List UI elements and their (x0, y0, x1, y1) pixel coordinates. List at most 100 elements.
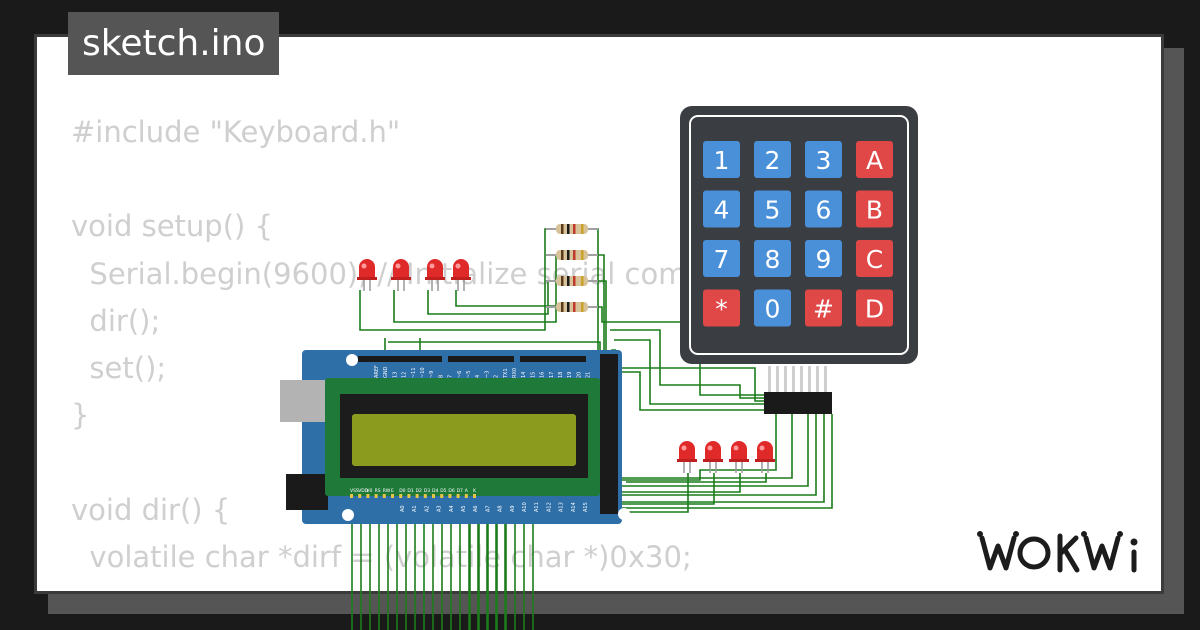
keypad-connector-pin (808, 366, 811, 394)
keypad-connector-pin (792, 366, 795, 394)
keypad-key[interactable]: 1 (703, 141, 740, 178)
digital-pin-label: 18 (558, 372, 564, 378)
wire (610, 329, 764, 399)
wire (622, 473, 715, 505)
wire (610, 414, 817, 496)
keypad-key[interactable]: B (856, 190, 893, 228)
lcd-screen (352, 414, 576, 466)
resistor-band (561, 302, 564, 312)
wire (622, 473, 741, 493)
digital-pin-label: RX0 (512, 368, 518, 378)
led (729, 441, 749, 473)
led-rim (391, 277, 411, 280)
resistor-body (556, 250, 588, 260)
header-strip (520, 356, 586, 362)
keypad-key[interactable]: 6 (805, 190, 842, 228)
wire (615, 414, 809, 487)
wire (614, 339, 764, 405)
keypad-key[interactable]: * (703, 289, 740, 327)
leds (357, 259, 775, 473)
led-highlight (429, 263, 435, 269)
digital-pin-label: ~5 (466, 371, 472, 378)
digital-pin-label: ~10 (420, 367, 426, 378)
code-line: #include "Keyboard.h" (71, 115, 401, 149)
resistor-band (567, 250, 570, 260)
digital-pin-label: ~6 (457, 371, 463, 378)
key-cap (754, 190, 791, 228)
wire (427, 280, 556, 315)
led (755, 441, 775, 473)
keypad-key[interactable]: 0 (754, 289, 791, 327)
keypad-connector-pin (784, 366, 787, 394)
keypad-outline (689, 115, 909, 355)
led-dome (705, 441, 721, 461)
lcd-pin-label: D7 (457, 488, 463, 494)
key-label: 1 (714, 146, 730, 175)
code-line: void setup() { (71, 209, 273, 244)
mount-hole (346, 354, 358, 366)
led-highlight (759, 445, 765, 451)
file-title-tab[interactable]: sketch.ino (68, 12, 280, 75)
analog-pin-label: A10 (522, 502, 528, 512)
analog-pin-label: A7 (485, 505, 491, 512)
wire (618, 473, 689, 513)
keypad-key[interactable]: 8 (754, 240, 791, 277)
digital-pin-label: 20 (576, 372, 582, 378)
lcd-pin (382, 494, 386, 498)
key-label: 3 (816, 146, 832, 175)
lcd-pin (391, 494, 394, 498)
resistor-band (573, 276, 576, 286)
lcd-pin-label: D2 (416, 488, 422, 494)
key-cap (805, 141, 842, 178)
code-line: void dir() { (71, 492, 231, 527)
lcd-pin-label: K (473, 488, 477, 494)
resistor (546, 276, 598, 286)
resistors (546, 224, 598, 312)
lcd-pin-label: VSS (350, 488, 359, 494)
keypad-key[interactable]: # (805, 289, 842, 327)
keypad-key[interactable]: 5 (754, 190, 791, 228)
keypad-key[interactable]: 7 (703, 240, 740, 277)
key-label: 8 (765, 245, 781, 274)
analog-pin-label: A0 (400, 505, 406, 512)
analog-pin-label: A2 (424, 505, 430, 512)
key-cap (703, 289, 740, 327)
lcd-pin-label: RS (375, 488, 381, 494)
keypad-key[interactable]: D (856, 289, 893, 327)
keypad-key[interactable]: A (856, 141, 893, 178)
lcd-pin-label: E (391, 488, 394, 494)
resistor-band (573, 224, 576, 234)
keypad-key[interactable]: 9 (805, 240, 842, 277)
analog-pin-label: A9 (510, 505, 516, 512)
resistor-body (556, 302, 588, 312)
resistor-band (581, 302, 584, 312)
led-rim (677, 459, 697, 462)
led-rim (755, 459, 775, 462)
key-cap (703, 240, 740, 277)
resistor-band (581, 224, 584, 234)
wokwi-logo (977, 531, 1138, 573)
lcd-pin (432, 494, 435, 498)
keypad-connector-pin (768, 366, 771, 394)
key-cap (754, 240, 791, 277)
key-label: 7 (714, 245, 730, 274)
resistor-band (567, 302, 570, 312)
keypad-key[interactable]: 2 (754, 141, 791, 178)
keypad-key[interactable]: 3 (805, 141, 842, 178)
led-rim (357, 277, 377, 280)
analog-pin-label: A11 (534, 502, 540, 512)
lcd-pin (473, 494, 476, 498)
lcd-pin-label: D1 (407, 488, 413, 494)
analog-pin-label: A8 (498, 505, 504, 512)
code-listing: #include "Keyboard.h" void setup() { Ser… (71, 109, 849, 591)
led-rim (729, 459, 749, 462)
resistor-band (573, 302, 576, 312)
keypad-key[interactable]: C (856, 240, 893, 277)
lcd-pin (456, 494, 460, 498)
keypad-key[interactable]: 4 (703, 190, 740, 228)
